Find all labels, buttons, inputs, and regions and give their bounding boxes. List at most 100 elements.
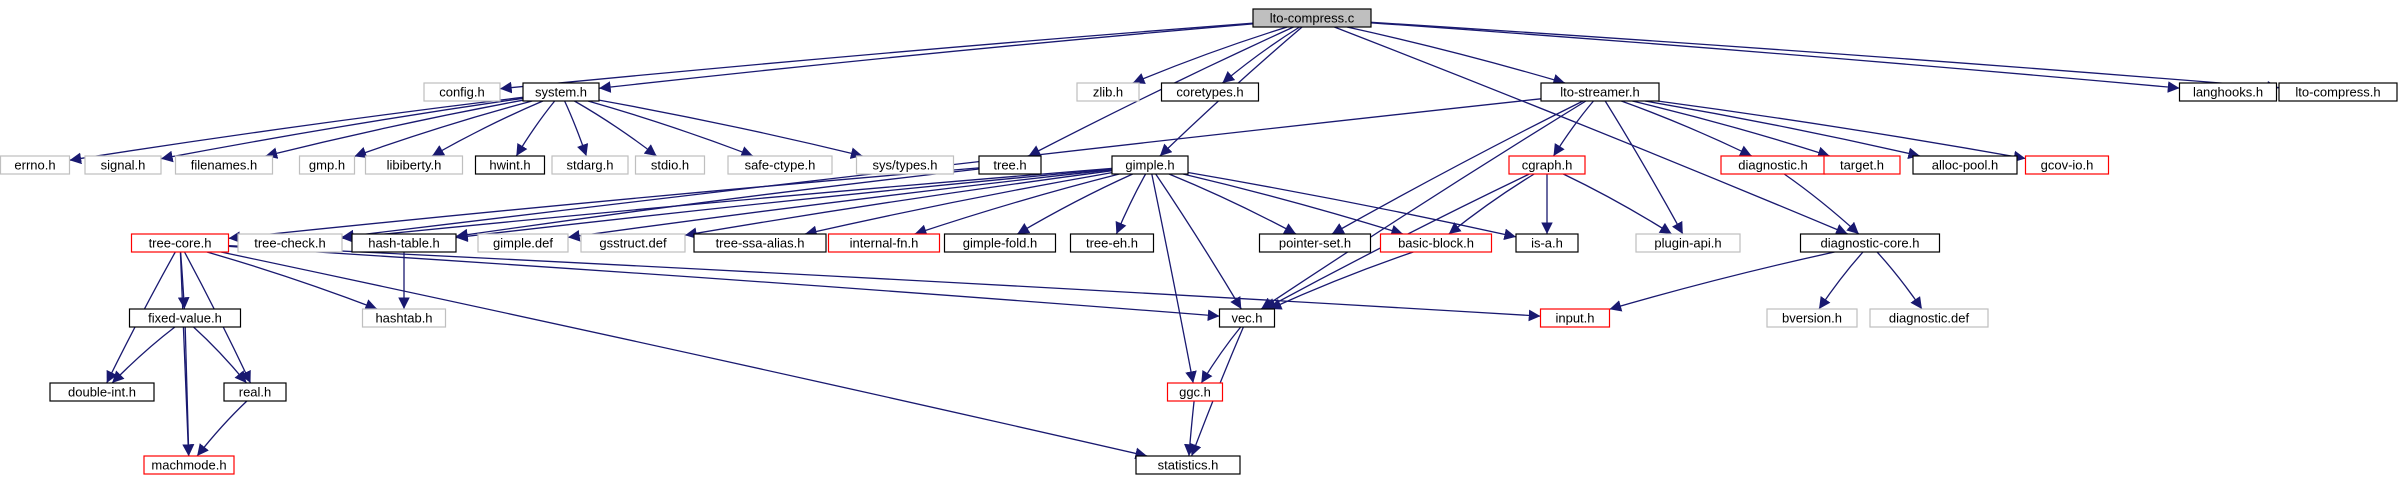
node-input-h[interactable]: input.h: [1539, 308, 1611, 328]
node-system-h[interactable]: system.h: [522, 82, 600, 102]
node-errno-h[interactable]: errno.h: [0, 155, 71, 175]
node-label-basic-block-h: basic-block.h: [1398, 236, 1474, 251]
node-box-bversion-h: [1766, 308, 1858, 328]
node-tree-check-h[interactable]: tree-check.h: [237, 233, 343, 253]
edge-basic-block-h-to-vec-h: [1269, 251, 1414, 310]
node-is-a-h[interactable]: is-a.h: [1515, 233, 1579, 253]
node-label-sys-types-h: sys/types.h: [872, 158, 937, 173]
node-box-alloc-pool-h: [1912, 155, 2018, 175]
node-vec-h[interactable]: vec.h: [1218, 308, 1276, 328]
node-signal-h[interactable]: signal.h: [84, 155, 162, 175]
node-label-vec-h: vec.h: [1231, 311, 1262, 326]
node-machmode-h[interactable]: machmode.h: [143, 455, 235, 475]
node-box-vec-h: [1218, 308, 1276, 328]
node-label-fixed-value-h: fixed-value.h: [148, 311, 222, 326]
node-label-lto-streamer-h: lto-streamer.h: [1560, 85, 1639, 100]
edge-system-h-to-hwint-h: [515, 100, 556, 157]
node-box-hash-table-h: [351, 233, 457, 253]
node-box-pointer-set-h: [1258, 233, 1372, 253]
node-sys-types-h[interactable]: sys/types.h: [855, 155, 955, 175]
node-stdarg-h[interactable]: stdarg.h: [551, 155, 629, 175]
edge-gimple-h-to-ggc-h: [1151, 173, 1197, 384]
node-langhooks-h[interactable]: langhooks.h: [2178, 82, 2278, 102]
node-box-real-h: [223, 382, 287, 402]
node-diagnostic-def[interactable]: diagnostic.def: [1869, 308, 1989, 328]
node-gcov-io-h[interactable]: gcov-io.h: [2024, 155, 2110, 175]
edge-system-h-to-errno-h: [69, 96, 524, 165]
node-double-int-h[interactable]: double-int.h: [49, 382, 155, 402]
edge-fixed-value-h-to-double-int-h: [111, 326, 176, 384]
node-config-h[interactable]: config.h: [423, 82, 501, 102]
node-label-tree-ssa-alias-h: tree-ssa-alias.h: [716, 236, 805, 251]
edge-fixed-value-h-to-machmode-h: [182, 326, 195, 457]
node-tree-h[interactable]: tree.h: [978, 155, 1042, 175]
node-tree-core-h[interactable]: tree-core.h: [130, 233, 230, 253]
node-label-diagnostic-h: diagnostic.h: [1738, 158, 1807, 173]
node-gmp-h[interactable]: gmp.h: [298, 155, 356, 175]
node-safe-ctype-h[interactable]: safe-ctype.h: [727, 155, 833, 175]
node-box-filenames-h: [174, 155, 274, 175]
node-hashtab-h[interactable]: hashtab.h: [361, 308, 447, 328]
edge-lto-streamer-h-to-cgraph-h: [1552, 100, 1594, 157]
dependency-edges: [69, 21, 2280, 460]
node-tree-eh-h[interactable]: tree-eh.h: [1069, 233, 1155, 253]
node-box-plugin-api-h: [1635, 233, 1741, 253]
node-label-bversion-h: bversion.h: [1782, 311, 1842, 326]
node-basic-block-h[interactable]: basic-block.h: [1379, 233, 1493, 253]
node-internal-fn-h[interactable]: internal-fn.h: [827, 233, 941, 253]
node-hash-table-h[interactable]: hash-table.h: [351, 233, 457, 253]
node-statistics-h[interactable]: statistics.h: [1135, 455, 1241, 475]
node-diagnostic-h[interactable]: diagnostic.h: [1720, 155, 1826, 175]
node-libiberty-h[interactable]: libiberty.h: [364, 155, 464, 175]
node-box-machmode-h: [143, 455, 235, 475]
node-label-diagnostic-core-h: diagnostic-core.h: [1821, 236, 1920, 251]
node-box-internal-fn-h: [827, 233, 941, 253]
node-hwint-h[interactable]: hwint.h: [474, 155, 546, 175]
node-label-safe-ctype-h: safe-ctype.h: [745, 158, 816, 173]
node-tree-ssa-alias-h[interactable]: tree-ssa-alias.h: [693, 233, 827, 253]
node-coretypes-h[interactable]: coretypes.h: [1160, 82, 1260, 102]
edge-gimple-h-to-gimple-fold-h: [1016, 173, 1133, 235]
node-box-is-a-h: [1515, 233, 1579, 253]
node-lto-compress-c[interactable]: lto-compress.c: [1252, 8, 1372, 28]
node-label-config-h: config.h: [439, 85, 485, 100]
node-ggc-h[interactable]: ggc.h: [1166, 382, 1224, 402]
edge-tree-h-to-tree-core-h: [228, 167, 980, 244]
edge-cgraph-h-to-plugin-api-h: [1563, 173, 1673, 235]
node-filenames-h[interactable]: filenames.h: [174, 155, 274, 175]
edge-gimple-h-to-internal-fn-h: [914, 173, 1120, 236]
node-box-basic-block-h: [1379, 233, 1493, 253]
node-lto-compress-h[interactable]: lto-compress.h: [2278, 82, 2398, 102]
node-box-gcov-io-h: [2024, 155, 2110, 175]
node-label-zlib-h: zlib.h: [1093, 85, 1123, 100]
node-label-machmode-h: machmode.h: [151, 458, 226, 473]
node-alloc-pool-h[interactable]: alloc-pool.h: [1912, 155, 2018, 175]
node-lto-streamer-h[interactable]: lto-streamer.h: [1540, 82, 1660, 102]
node-gsstruct-def[interactable]: gsstruct.def: [580, 233, 686, 253]
node-fixed-value-h[interactable]: fixed-value.h: [128, 308, 242, 328]
node-box-gsstruct-def: [580, 233, 686, 253]
node-diagnostic-core-h[interactable]: diagnostic-core.h: [1799, 233, 1941, 253]
node-cgraph-h[interactable]: cgraph.h: [1508, 155, 1586, 175]
node-label-tree-check-h: tree-check.h: [254, 236, 326, 251]
node-target-h[interactable]: target.h: [1823, 155, 1901, 175]
node-pointer-set-h[interactable]: pointer-set.h: [1258, 233, 1372, 253]
edge-lto-compress-c-to-langhooks-h: [1370, 22, 2180, 93]
node-plugin-api-h[interactable]: plugin-api.h: [1635, 233, 1741, 253]
edge-lto-compress-c-to-zlib-h: [1132, 26, 1288, 84]
node-gimple-def[interactable]: gimple.def: [477, 233, 569, 253]
node-gimple-fold-h[interactable]: gimple-fold.h: [943, 233, 1057, 253]
edge-gimple-h-to-vec-h: [1155, 173, 1242, 310]
node-stdio-h[interactable]: stdio.h: [634, 155, 706, 175]
node-box-lto-compress-c: [1252, 8, 1372, 28]
edge-system-h-to-stdio-h: [574, 100, 657, 157]
file-nodes: lto-compress.c config.h system.h zlib.h core…: [0, 8, 2398, 475]
node-label-double-int-h: double-int.h: [68, 385, 136, 400]
node-real-h[interactable]: real.h: [223, 382, 287, 402]
node-label-filenames-h: filenames.h: [191, 158, 257, 173]
node-bversion-h[interactable]: bversion.h: [1766, 308, 1858, 328]
node-zlib-h[interactable]: zlib.h: [1076, 82, 1140, 102]
node-gimple-h[interactable]: gimple.h: [1111, 155, 1189, 175]
edge-ggc-h-to-statistics-h: [1184, 400, 1196, 457]
node-label-tree-h: tree.h: [993, 158, 1026, 173]
